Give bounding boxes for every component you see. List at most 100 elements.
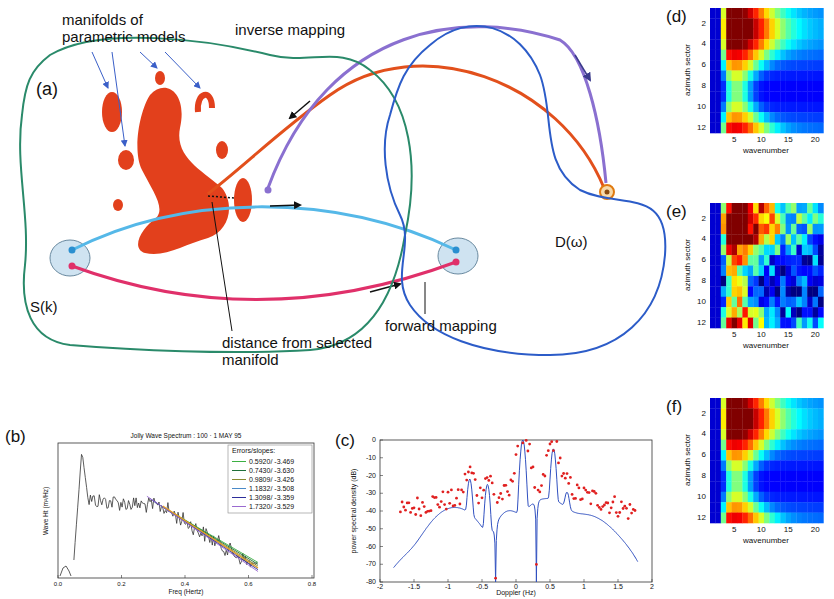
data-point xyxy=(498,496,501,499)
heatmap-cell xyxy=(732,492,738,503)
heatmap-cell xyxy=(802,307,808,318)
art-part xyxy=(58,454,312,578)
heatmap-cell xyxy=(775,224,781,235)
data-point xyxy=(489,475,492,478)
heatmap-cell xyxy=(710,224,716,235)
heatmap-cell xyxy=(791,213,797,224)
heatmap-cell xyxy=(780,461,786,472)
heatmap-cell xyxy=(721,29,727,40)
heatmap-cell xyxy=(791,203,797,214)
heatmap-cell xyxy=(786,419,792,430)
mapping-sketch xyxy=(50,27,614,331)
heatmap-cell xyxy=(786,297,792,308)
heatmap-cell xyxy=(732,123,738,134)
heatmap-cell xyxy=(753,8,759,19)
heatmap-cell xyxy=(710,213,716,224)
heatmap-cell xyxy=(780,60,786,71)
heatmap-cell xyxy=(742,91,748,102)
heatmap-cell xyxy=(737,71,743,82)
heatmap-cell xyxy=(818,450,824,461)
heatmap-cell xyxy=(786,255,792,266)
heatmap-cell xyxy=(737,461,743,472)
heatmap-cell xyxy=(802,492,808,503)
heatmap-cell xyxy=(786,502,792,513)
heatmap-cell xyxy=(710,255,716,266)
legend-frame xyxy=(228,445,312,513)
heatmap-cell xyxy=(802,81,808,92)
data-point xyxy=(453,504,456,507)
legend-text: 1.3098/ -3.359 xyxy=(249,493,294,502)
heatmap-cell xyxy=(780,408,786,419)
heatmap-cell xyxy=(764,213,770,224)
heatmap-cell xyxy=(764,450,770,461)
region-outline xyxy=(10,15,425,360)
heatmap-cell xyxy=(737,102,743,113)
heatmap-cell xyxy=(807,276,813,287)
heatmap-cell xyxy=(764,408,770,419)
tick-mark xyxy=(312,575,313,578)
heatmap-cell xyxy=(802,429,808,440)
data-point xyxy=(399,511,402,514)
heatmap-cell xyxy=(764,91,770,102)
heatmap-cell xyxy=(732,266,738,277)
axis-tick: 0 xyxy=(372,436,376,444)
heatmap-cell xyxy=(802,224,808,235)
heatmap-cell xyxy=(780,18,786,29)
heatmap-cell xyxy=(780,297,786,308)
heatmap-cell xyxy=(748,91,754,102)
heatmap-cell xyxy=(780,8,786,19)
heatmap-cell xyxy=(715,60,721,71)
tick-mark xyxy=(516,579,517,582)
heatmap-cell xyxy=(786,513,792,524)
heatmap-cell xyxy=(753,102,759,113)
heatmap-cell xyxy=(764,276,770,287)
heatmap-cell xyxy=(780,81,786,92)
heatmap-cell xyxy=(802,50,808,61)
heatmap-cell xyxy=(775,71,781,82)
heatmap-cell xyxy=(732,71,738,82)
heatmap-cell xyxy=(715,203,721,214)
heatmap-cell xyxy=(748,81,754,92)
heatmap-cell xyxy=(753,408,759,419)
heatmap-cell xyxy=(802,91,808,102)
heatmap-cell xyxy=(796,102,802,113)
direction-arrow xyxy=(575,55,590,80)
heatmap-cell xyxy=(753,513,759,524)
heatmap-cell xyxy=(775,408,781,419)
heatmap-cell xyxy=(791,307,797,318)
heatmap-cell xyxy=(802,18,808,29)
heatmap-cell xyxy=(818,50,824,61)
heatmap-cell xyxy=(802,398,808,409)
heatmap-cell xyxy=(786,81,792,92)
heatmap-cell xyxy=(726,224,732,235)
tick-mark xyxy=(584,579,585,582)
axis-tick: 15 xyxy=(784,331,793,340)
heatmap-cell xyxy=(786,60,792,71)
heatmap-cell xyxy=(721,398,727,409)
data-point xyxy=(416,497,419,500)
heatmap-cell xyxy=(748,255,754,266)
heatmap-cell xyxy=(721,286,727,297)
data-point xyxy=(583,487,586,490)
heatmap-cell xyxy=(759,224,765,235)
heatmap-cell xyxy=(807,39,813,50)
heatmap-cell xyxy=(737,112,743,123)
heatmap-cell xyxy=(780,50,786,61)
heatmap-cell xyxy=(759,481,765,492)
heatmap-cell xyxy=(759,398,765,409)
heatmap-cell xyxy=(796,429,802,440)
axis-tick: 12 xyxy=(697,123,706,132)
heatmap-cell xyxy=(742,81,748,92)
heatmap-cell xyxy=(748,398,754,409)
heatmap-cell xyxy=(710,492,716,503)
heatmap-cell xyxy=(802,419,808,430)
heatmap-cell xyxy=(791,492,797,503)
heatmap-cell xyxy=(786,224,792,235)
heatmap-cell xyxy=(710,60,716,71)
heatmap-cell xyxy=(721,8,727,19)
tick-mark xyxy=(121,575,122,578)
heatmap-cell xyxy=(737,91,743,102)
heatmap-cell xyxy=(769,471,775,482)
heatmap-cell xyxy=(796,419,802,430)
heatmap-cell xyxy=(737,234,743,245)
